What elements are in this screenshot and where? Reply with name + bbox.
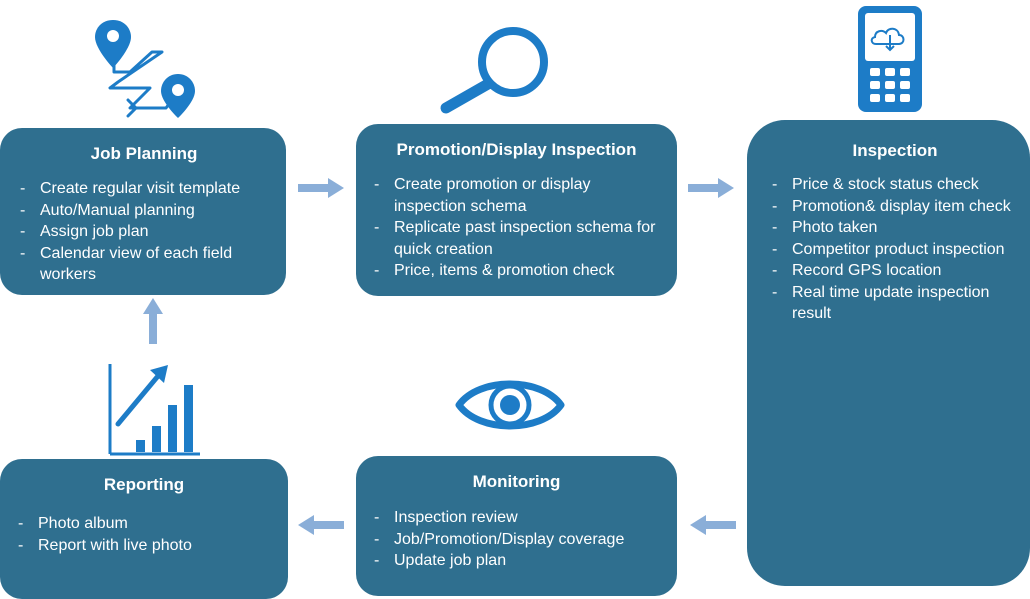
promotion-display-item: Price, items & promotion check xyxy=(374,260,659,282)
inspection-box: Inspection Price & stock status check Pr… xyxy=(747,120,1030,586)
job-planning-item: Auto/Manual planning xyxy=(20,200,268,222)
promotion-display-title: Promotion/Display Inspection xyxy=(396,140,637,159)
monitoring-list: Inspection review Job/Promotion/Display … xyxy=(374,507,659,572)
monitoring-item: Job/Promotion/Display coverage xyxy=(374,529,659,551)
reporting-item: Report with live photo xyxy=(18,535,270,557)
monitoring-title: Monitoring xyxy=(472,472,561,491)
monitoring-item: Inspection review xyxy=(374,507,659,529)
inspection-list: Price & stock status check Promotion& di… xyxy=(772,174,1018,325)
job-planning-list: Create regular visit template Auto/Manua… xyxy=(20,178,268,286)
inspection-item: Photo taken xyxy=(772,217,1018,239)
inspection-item: Record GPS location xyxy=(772,260,1018,282)
reporting-item: Photo album xyxy=(18,513,270,535)
promotion-display-item: Create promotion or display inspection s… xyxy=(374,174,659,217)
reporting-title: Reporting xyxy=(103,475,185,494)
job-planning-item: Calendar view of each field workers xyxy=(20,243,268,286)
handheld-cloud-device-icon xyxy=(858,6,922,112)
reporting-box: Reporting Photo album Report with live p… xyxy=(0,459,288,599)
eye-icon xyxy=(455,380,565,430)
job-planning-item: Create regular visit template xyxy=(20,178,268,200)
growth-chart-icon xyxy=(108,364,200,456)
arrow-reporting-to-planning xyxy=(143,298,163,344)
job-planning-box: Job Planning Create regular visit templa… xyxy=(0,128,286,295)
arrow-monitoring-to-reporting xyxy=(298,515,344,535)
inspection-item: Promotion& display item check xyxy=(772,196,1018,218)
inspection-title: Inspection xyxy=(852,141,938,160)
arrow-inspection-to-monitoring xyxy=(690,515,736,535)
promotion-display-inspection-box: Promotion/Display Inspection Create prom… xyxy=(356,124,677,296)
monitoring-box: Monitoring Inspection review Job/Promoti… xyxy=(356,456,677,596)
map-route-icon xyxy=(95,20,195,118)
arrow-promotion-to-inspection xyxy=(688,178,734,198)
promotion-display-list: Create promotion or display inspection s… xyxy=(374,174,659,282)
inspection-item: Competitor product inspection xyxy=(772,239,1018,261)
inspection-item: Price & stock status check xyxy=(772,174,1018,196)
job-planning-title: Job Planning xyxy=(90,144,198,163)
promotion-display-item: Replicate past inspection schema for qui… xyxy=(374,217,659,260)
inspection-item: Real time update inspection result xyxy=(772,282,1018,325)
monitoring-item: Update job plan xyxy=(374,550,659,572)
job-planning-item: Assign job plan xyxy=(20,221,268,243)
arrow-planning-to-promotion xyxy=(298,178,344,198)
magnifier-icon xyxy=(440,27,548,114)
reporting-list: Photo album Report with live photo xyxy=(18,513,270,556)
